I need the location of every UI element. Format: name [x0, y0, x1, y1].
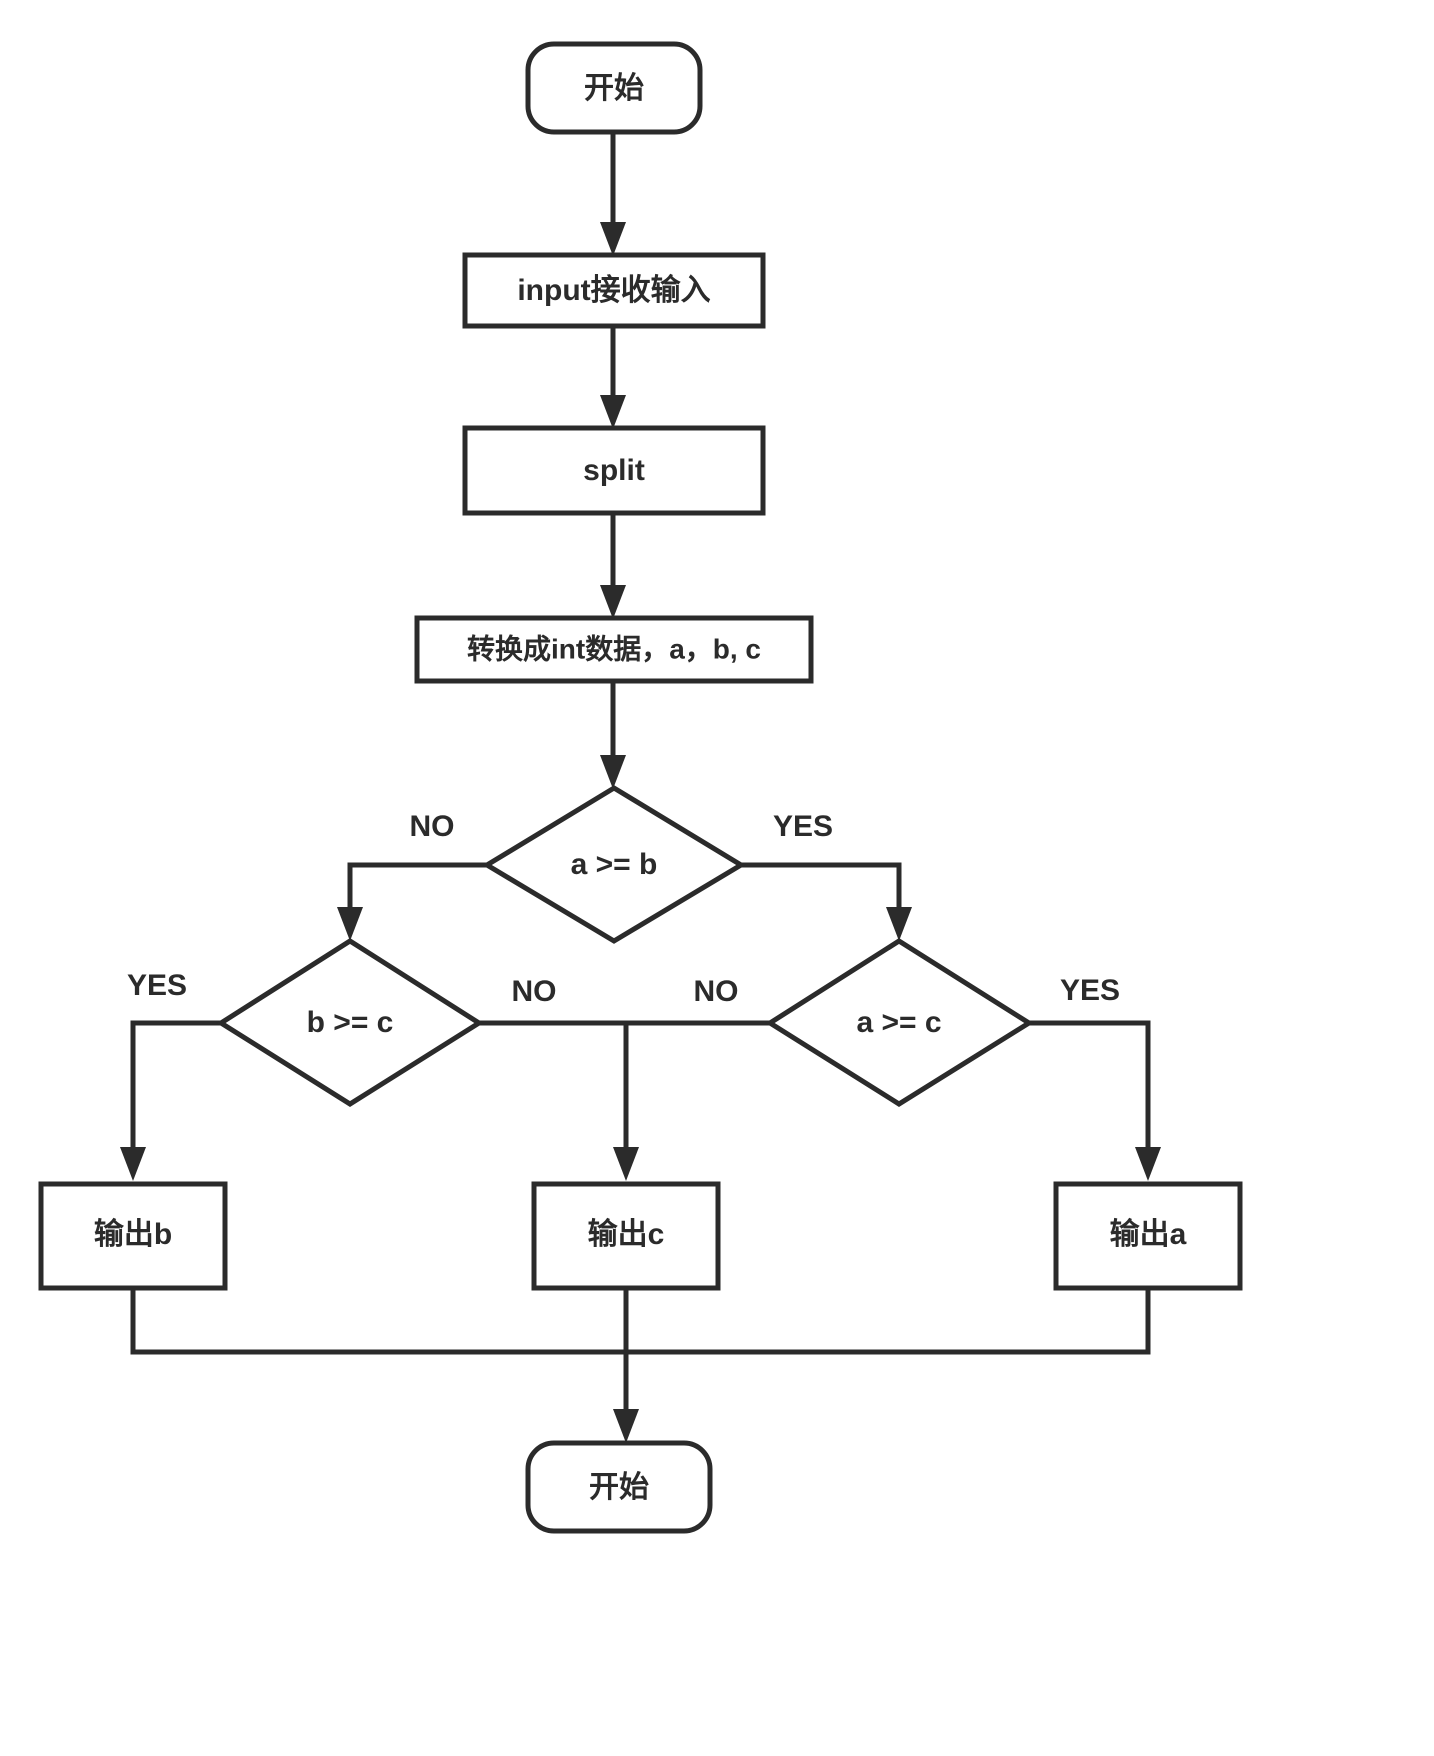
node-convert[interactable]: 转换成int数据，a，b, c — [414, 615, 814, 684]
node-print-c[interactable]: 输出c — [531, 1181, 721, 1291]
node-cond-ac[interactable]: a >= c — [765, 938, 1034, 1107]
edge-label-ac-yes: YES — [1060, 974, 1120, 1007]
edge-cond-ab-yes-to-cond-ac — [740, 862, 912, 941]
node-cond-bc-label: b >= c — [307, 1006, 394, 1039]
edge-cond-bc-yes-to-print-b — [120, 1020, 222, 1181]
node-split[interactable]: split — [462, 425, 766, 516]
node-print-b-label: 输出b — [94, 1218, 172, 1251]
edge-input-to-split — [600, 325, 626, 429]
node-cond-bc[interactable]: b >= c — [216, 938, 484, 1107]
edge-label-bc-no: NO — [512, 975, 557, 1008]
node-cond-ab[interactable]: a >= b — [482, 785, 746, 944]
node-cond-ab-label: a >= b — [571, 848, 658, 881]
edge-cond-ac-yes-to-print-a — [1028, 1020, 1161, 1181]
edge-print-c-to-end — [613, 1289, 639, 1443]
node-convert-label: 转换成int数据，a，b, c — [467, 633, 761, 664]
node-cond-ac-label: a >= c — [856, 1006, 941, 1039]
edge-label-ab-yes: YES — [773, 810, 833, 843]
edge-split-to-convert — [600, 512, 626, 619]
node-print-c-label: 输出c — [588, 1218, 665, 1251]
edge-label-ac-no: NO — [694, 975, 739, 1008]
node-split-label: split — [583, 454, 645, 487]
edge-print-a-to-end — [626, 1289, 1151, 1355]
node-end-label: 开始 — [589, 1471, 649, 1504]
edge-label-bc-yes: YES — [127, 969, 187, 1002]
node-end[interactable]: 开始 — [525, 1440, 713, 1534]
edge-label-ab-no: NO — [410, 810, 455, 843]
node-start[interactable]: 开始 — [525, 41, 703, 135]
node-input-label: input接收输入 — [517, 274, 710, 307]
node-input[interactable]: input接收输入 — [462, 252, 766, 329]
edge-print-b-to-end — [130, 1289, 626, 1355]
edge-cond-ab-no-to-cond-bc — [337, 862, 487, 941]
node-print-b[interactable]: 输出b — [38, 1181, 228, 1291]
edge-convert-to-cond-ab — [600, 680, 626, 789]
node-print-a[interactable]: 输出a — [1053, 1181, 1243, 1291]
node-print-a-label: 输出a — [1110, 1218, 1187, 1251]
edge-center-to-print-c — [613, 1023, 639, 1181]
edge-start-to-input — [600, 131, 626, 256]
node-start-label: 开始 — [584, 72, 644, 105]
